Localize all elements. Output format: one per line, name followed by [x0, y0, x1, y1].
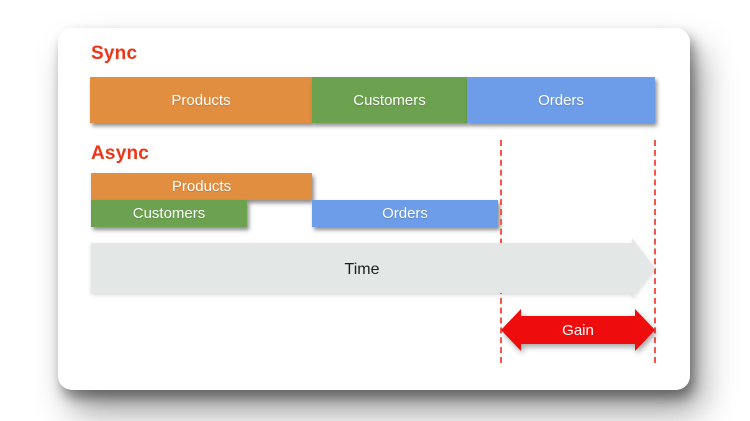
- async-section-label: Async: [91, 143, 150, 164]
- gain-label: Gain: [562, 322, 594, 339]
- gain-end-dashed-line: [654, 140, 656, 363]
- time-arrow-shape: [91, 238, 655, 298]
- diagram-card: Sync Products Customers Orders Async Pro…: [58, 28, 690, 390]
- time-arrow: Time: [91, 238, 655, 298]
- sync-customers-bar: Customers: [312, 77, 467, 123]
- sync-products-bar: Products: [90, 77, 312, 123]
- async-products-bar: Products: [91, 173, 312, 200]
- gain-arrow: Gain: [501, 309, 655, 351]
- sync-section-label: Sync: [91, 43, 138, 64]
- async-orders-bar: Orders: [312, 200, 498, 227]
- gain-arrow-shape: [501, 309, 655, 351]
- sync-orders-bar: Orders: [467, 77, 655, 123]
- time-label: Time: [345, 261, 380, 278]
- async-customers-bar: Customers: [91, 200, 247, 227]
